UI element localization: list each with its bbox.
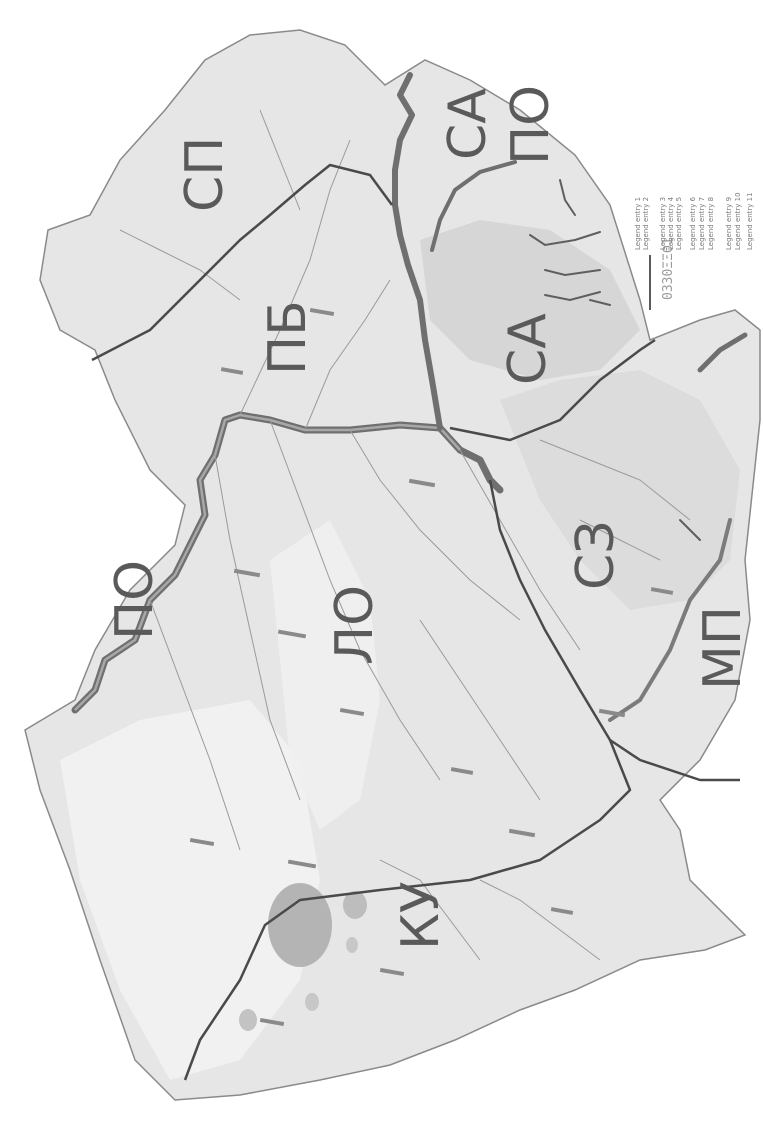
region-label-po-left: ПО — [105, 560, 165, 640]
legend-code-text: 0330ΞΞΘ1 — [661, 237, 676, 300]
lake-large — [268, 883, 332, 967]
relief-zone-southwest — [500, 370, 740, 610]
legend-entries: Legend entry 1 Legend entry 2 Legend ent… — [634, 192, 754, 250]
river-east-branch — [430, 160, 517, 252]
region-label-mp: МП — [693, 606, 753, 690]
tributaries — [119, 109, 691, 961]
legend-entry: Legend entry 4 — [667, 196, 675, 250]
region-label-sa-middle: СА — [498, 313, 558, 385]
light-zone-north — [60, 700, 320, 1080]
legend-entry: Legend entry 5 — [675, 197, 683, 250]
legend-entry: Legend entry 3 — [659, 197, 667, 250]
region-label-po-top: ПО — [501, 85, 561, 165]
legend-entry: Legend entry 1 — [634, 197, 642, 250]
region-label-sa-top: СА — [438, 88, 498, 160]
region-label-lo: ЛО — [325, 585, 385, 665]
place-marks — [189, 307, 674, 1027]
legend-entry: Legend entry 6 — [689, 196, 697, 250]
river-northeast — [392, 72, 443, 431]
region-boundaries — [91, 163, 740, 1081]
river-southwest — [608, 518, 732, 722]
legend-entry: Legend entry 10 — [734, 192, 742, 250]
legend-entry: Legend entry 8 — [707, 197, 715, 250]
river-west-inner — [74, 413, 461, 711]
legend-entry: Legend entry 7 — [698, 197, 706, 250]
river-southeast — [697, 332, 748, 373]
region-label-ku: КУ — [391, 881, 451, 950]
map-legend: 0330ΞΞΘ1 Legend entry 1 Legend entry 2 L… — [634, 192, 754, 310]
region-label-sp: СП — [175, 137, 235, 212]
lake-small-3 — [305, 993, 319, 1011]
legend-entry: Legend entry 2 — [642, 197, 650, 250]
region-label-pb: ПБ — [258, 300, 318, 375]
region-label-sz: СЗ — [566, 520, 626, 590]
lake-small-2 — [239, 1009, 257, 1031]
relief-zone-south — [420, 220, 640, 380]
legend-entry: Legend entry 9 — [725, 197, 733, 250]
relief-ridges — [529, 179, 701, 541]
light-zone-band — [270, 520, 380, 830]
legend-entry: Legend entry 11 — [746, 192, 754, 250]
lake-small-1 — [343, 891, 367, 919]
lake-small-4 — [346, 937, 358, 953]
